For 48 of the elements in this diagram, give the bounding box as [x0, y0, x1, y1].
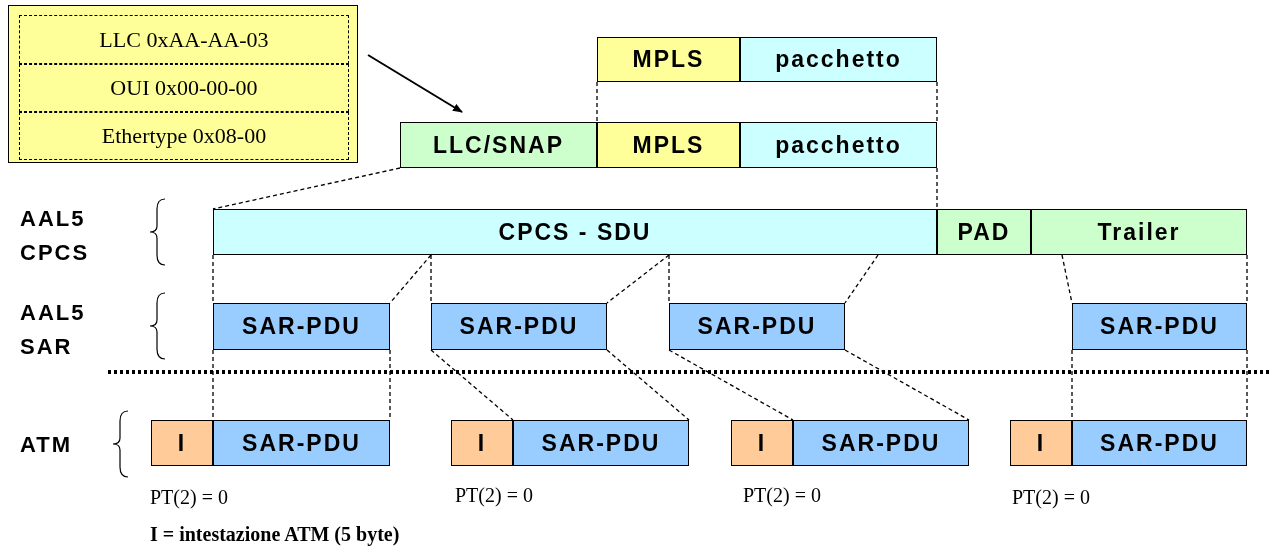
payload-field: pacchetto	[740, 37, 937, 82]
mapping-line	[606, 254, 670, 304]
segment-field: SAR-PDU	[793, 420, 969, 466]
note-box	[8, 5, 358, 163]
mapping-line	[596, 81, 598, 123]
mapping-line	[212, 254, 214, 304]
mapping-line	[668, 349, 794, 421]
header-field: I	[151, 420, 213, 466]
header-field: MPLS	[597, 37, 740, 82]
mapping-line	[212, 167, 401, 210]
footnote: I = intestazione ATM (5 byte)	[150, 523, 400, 546]
field-row: Ethertype 0x08-00	[19, 112, 349, 160]
segment-field: SAR-PDU	[669, 303, 845, 350]
layer-label: AAL5 CPCS	[20, 205, 91, 267]
mapping-line	[936, 81, 938, 123]
field-value-note: PT(2) = 0	[150, 486, 228, 509]
segment-field: SAR-PDU	[213, 420, 390, 466]
field-row: LLC 0xAA-AA-03	[19, 15, 349, 64]
segment-field: SAR-PDU	[213, 303, 390, 350]
field-row: OUI 0x00-00-00	[19, 64, 349, 112]
trailer-field: Trailer	[1031, 209, 1247, 255]
mapping-line	[389, 254, 432, 304]
mapping-line	[668, 254, 670, 304]
mapping-line	[430, 254, 432, 304]
mapping-line	[430, 349, 514, 421]
mapping-line	[1246, 254, 1248, 304]
header-field: LLC/SNAP	[400, 122, 597, 168]
header-field: I	[731, 420, 793, 466]
payload-field: CPCS - SDU	[213, 209, 937, 255]
segment-field: SAR-PDU	[1072, 420, 1247, 466]
padding-field: PAD	[937, 209, 1031, 255]
header-field: I	[1010, 420, 1072, 466]
mapping-line	[844, 349, 970, 421]
payload-field: pacchetto	[740, 122, 937, 168]
mapping-line	[936, 167, 938, 210]
field-value-note: PT(2) = 0	[1012, 486, 1090, 509]
layer-label: ATM	[20, 431, 74, 459]
layer-label: AAL5 SAR	[20, 299, 87, 361]
segment-field: SAR-PDU	[1072, 303, 1247, 350]
mapping-line	[844, 254, 879, 304]
arrow	[367, 54, 463, 113]
segment-field: SAR-PDU	[431, 303, 607, 350]
field-value-note: PT(2) = 0	[743, 484, 821, 507]
mapping-line	[606, 349, 690, 421]
segment-field: SAR-PDU	[513, 420, 689, 466]
header-field: I	[451, 420, 513, 466]
field-value-note: PT(2) = 0	[455, 484, 533, 507]
header-field: MPLS	[597, 122, 740, 168]
